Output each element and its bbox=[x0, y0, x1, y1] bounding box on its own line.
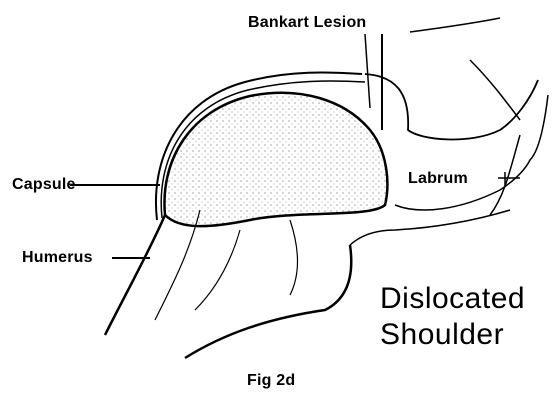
title-line-1: Dislocated bbox=[380, 282, 525, 316]
humerus-inner-lines bbox=[155, 210, 298, 320]
glenoid-outline bbox=[365, 74, 538, 139]
capsule-lower-line bbox=[350, 210, 510, 245]
capsule-label: Capsule bbox=[12, 176, 76, 194]
bankart-lesion-label: Bankart Lesion bbox=[248, 14, 366, 32]
labrum-label: Labrum bbox=[408, 170, 468, 188]
humerus-label: Humerus bbox=[22, 249, 93, 267]
title-line-2: Shoulder bbox=[380, 318, 504, 352]
humerus-shaft bbox=[105, 215, 351, 358]
humeral-head bbox=[164, 93, 387, 226]
bankart-leader-line-2 bbox=[365, 34, 370, 108]
figure-caption: Fig 2d bbox=[247, 372, 295, 390]
labrum-lower-outline bbox=[395, 95, 548, 210]
